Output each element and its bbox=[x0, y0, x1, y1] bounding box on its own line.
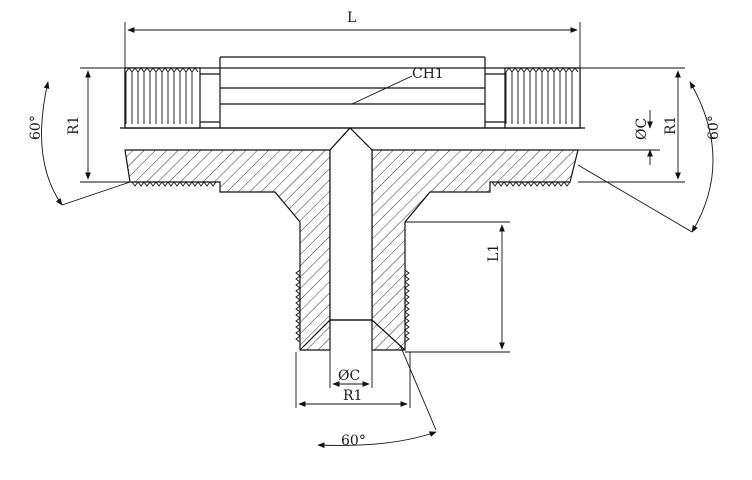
fitting-section bbox=[124, 127, 579, 351]
dim-L-label: L bbox=[347, 10, 356, 26]
angle-60-right-label: 60° bbox=[706, 115, 722, 140]
dim-diameter-C-bottom-label: ØC bbox=[338, 368, 360, 384]
angle-60-left-label: 60° bbox=[28, 115, 44, 140]
dim-diameter-C-right-label: ØC bbox=[634, 118, 650, 140]
thread-left-teeth bbox=[125, 67, 217, 187]
dimensions bbox=[41, 22, 714, 449]
dim-R1-bottom-label: R1 bbox=[343, 388, 362, 404]
dim-R1-right-label: R1 bbox=[663, 116, 679, 135]
hex-CH1-label: CH1 bbox=[412, 66, 444, 82]
dim-R1-left-label: R1 bbox=[66, 116, 82, 135]
fitting-exterior bbox=[124, 56, 581, 129]
angle-60-bottom-label: 60° bbox=[341, 433, 366, 449]
dim-L1-label: L1 bbox=[486, 244, 502, 262]
thread-bottom-teeth bbox=[295, 269, 410, 343]
thread-right-teeth bbox=[491, 67, 579, 187]
